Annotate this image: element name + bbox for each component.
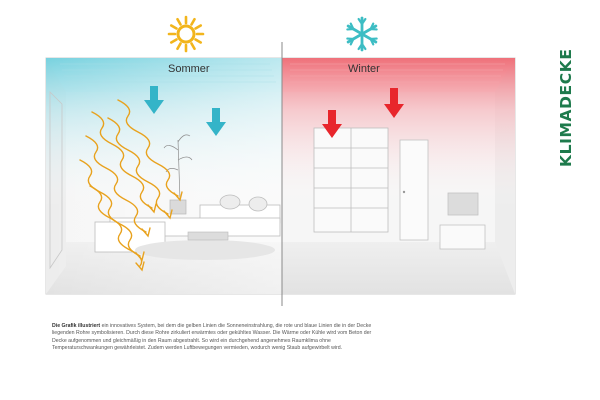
caption-body: ein innovatives System, bei dem die gelb…: [52, 323, 372, 352]
cool-arrow-left: [144, 86, 164, 114]
summer-room: [46, 58, 282, 294]
summer-label: Sommer: [168, 63, 210, 75]
sun-rays: [79, 99, 183, 272]
snowflake-icon: [346, 16, 378, 52]
bookshelf: [313, 127, 389, 233]
sun-icon: [167, 15, 205, 53]
plant: [163, 134, 193, 215]
brand-title: KLIMADECKE: [557, 48, 575, 168]
warm-arrow-left: [322, 110, 342, 138]
winter-room: [282, 58, 515, 294]
warm-arrow-right: [384, 88, 404, 118]
caption-text: Die Grafik illustriert ein innovatives S…: [52, 323, 382, 353]
coffee-table: [187, 231, 229, 241]
winter-floor: [282, 242, 515, 294]
rug: [135, 240, 275, 260]
media-cabinet: [439, 192, 486, 250]
caption-lead: Die Grafik illustriert: [52, 323, 101, 329]
door: [399, 139, 429, 241]
cool-arrow-right: [206, 108, 226, 136]
winter-label: Winter: [348, 63, 380, 75]
summer-light-fade: [46, 58, 282, 294]
sofa: [94, 194, 281, 253]
